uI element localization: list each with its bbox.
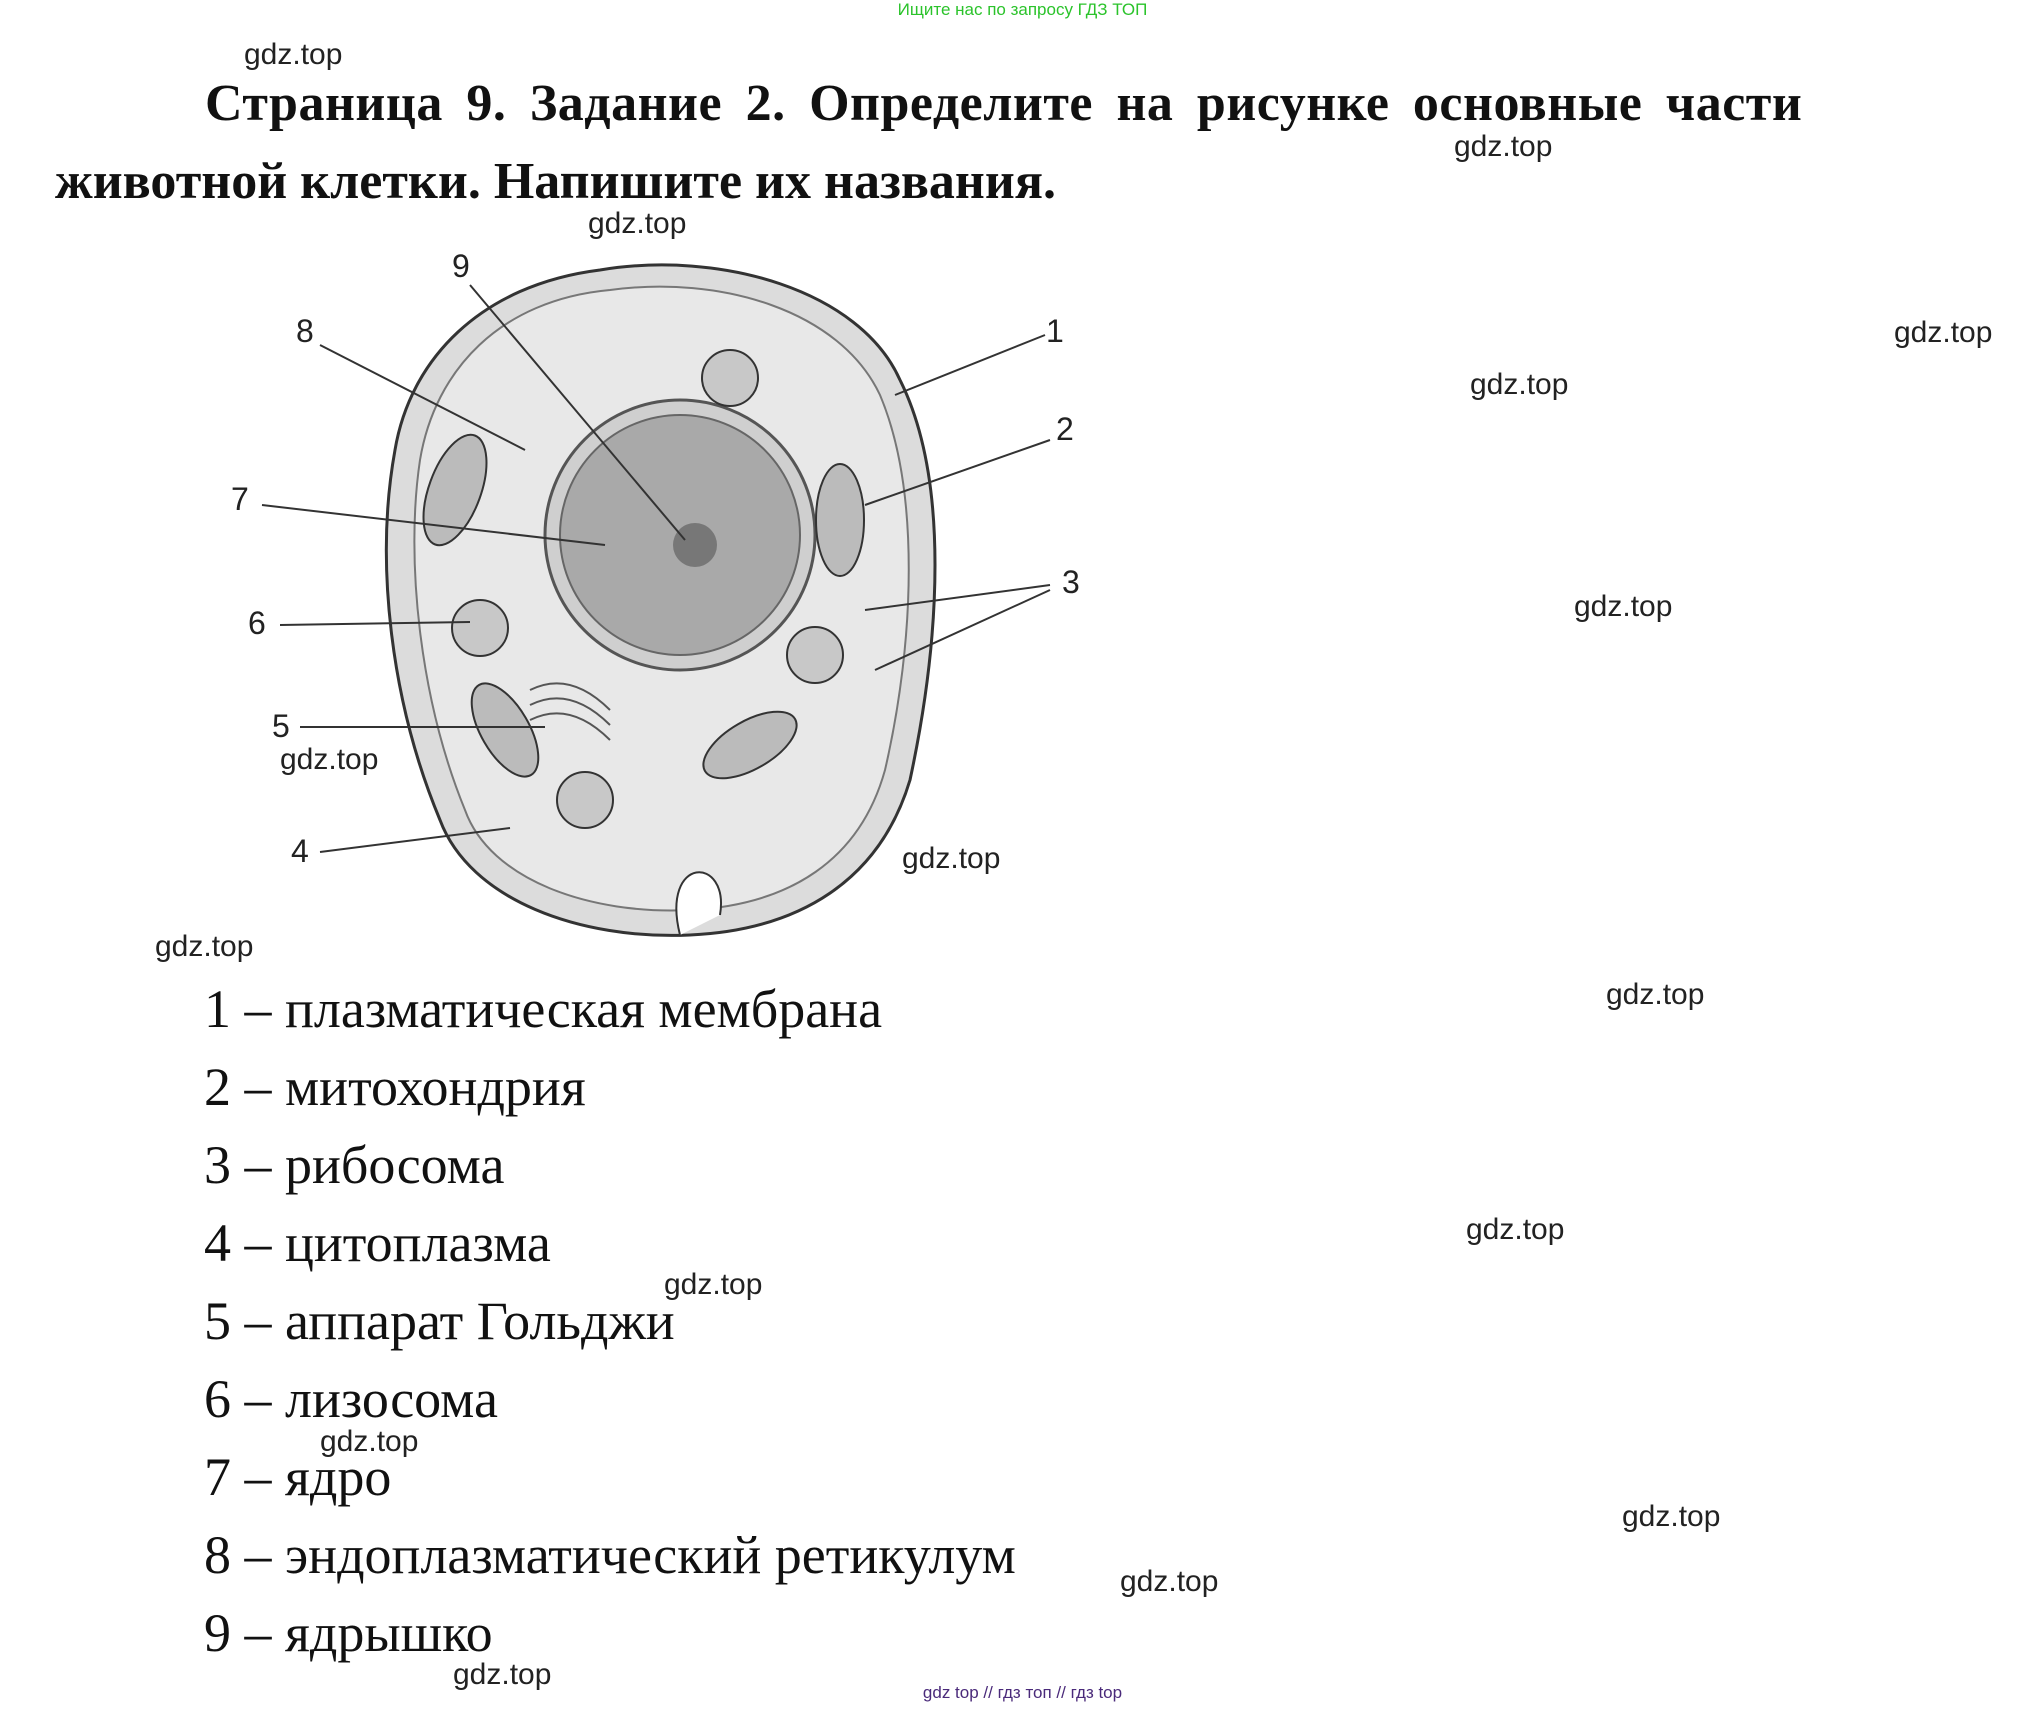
label-3: 3	[1062, 564, 1080, 600]
watermark: gdz.top	[280, 743, 379, 776]
watermark: gdz.top	[1454, 130, 1553, 163]
label-1: 1	[1046, 313, 1064, 349]
watermark: gdz.top	[453, 1658, 552, 1691]
answer-6: 6 – лизосома	[204, 1369, 498, 1429]
answer-1: 1 – плазматическая мембрана	[204, 979, 883, 1039]
label-7: 7	[231, 481, 249, 517]
nucleolus	[673, 523, 717, 567]
watermark: gdz.top	[1606, 978, 1705, 1011]
header-note[interactable]: Ищите нас по запросу ГДЗ ТОП	[897, 0, 1148, 19]
label-8: 8	[296, 313, 314, 349]
answer-4: 4 – цитоплазма	[204, 1213, 551, 1273]
watermark: gdz.top	[1120, 1565, 1219, 1598]
label-4: 4	[291, 833, 309, 869]
watermark: gdz.top	[1466, 1213, 1565, 1246]
label-2: 2	[1056, 411, 1074, 447]
watermark: gdz.top	[155, 930, 254, 963]
watermark: gdz.top	[1574, 590, 1673, 623]
label-9: 9	[452, 248, 470, 284]
task-title-line1: Страница 9. Задание 2. Определите на рис…	[205, 75, 1803, 132]
footer-links[interactable]: gdz top // гдз топ // гдз top	[922, 1683, 1123, 1702]
watermark: gdz.top	[664, 1268, 763, 1301]
answer-3: 3 – рибосома	[204, 1135, 505, 1195]
answer-9: 9 – ядрышко	[204, 1603, 493, 1663]
watermark: gdz.top	[320, 1425, 419, 1458]
watermark: gdz.top	[1470, 368, 1569, 401]
answer-5: 5 – аппарат Гольджи	[204, 1291, 675, 1351]
label-5: 5	[272, 708, 290, 744]
answer-2: 2 – митохондрия	[204, 1057, 586, 1117]
answer-8: 8 – эндоплазматический ретикулум	[204, 1525, 1016, 1585]
watermark: gdz.top	[244, 38, 343, 71]
watermark: gdz.top	[1894, 316, 1993, 349]
watermark: gdz.top	[588, 207, 687, 240]
leader-lines	[261, 284, 1051, 853]
watermark: gdz.top	[902, 842, 1001, 875]
task-title-line2: животной клетки. Напишите их названия.	[55, 153, 1056, 210]
label-6: 6	[248, 605, 266, 641]
answer-7: 7 – ядро	[204, 1447, 392, 1507]
watermark: gdz.top	[1622, 1500, 1721, 1533]
